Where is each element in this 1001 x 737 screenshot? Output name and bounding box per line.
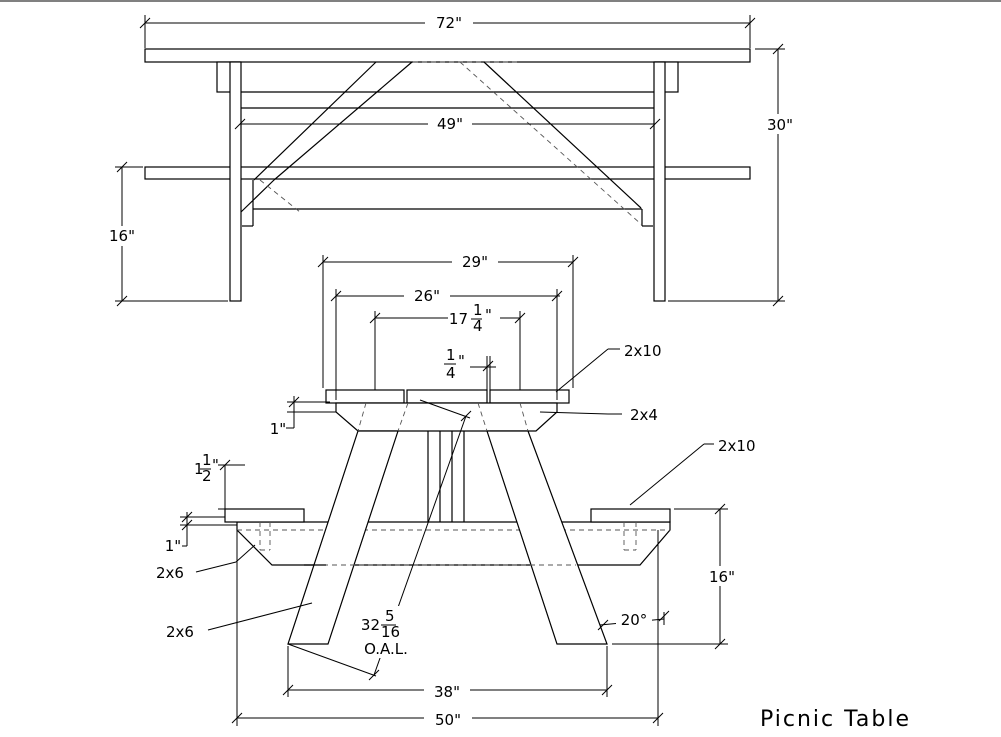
left-leg <box>287 430 399 645</box>
side-left-leg <box>229 61 242 302</box>
seat-board-left <box>224 508 305 523</box>
label-top-cleat: 2x4 <box>630 406 658 424</box>
dim-top-width: 29" <box>462 253 488 271</box>
dim-seat-thickness-den: 2 <box>202 467 212 485</box>
right-leg <box>486 430 608 645</box>
seat-board-right <box>590 508 671 523</box>
side-table-top <box>144 48 751 63</box>
svg-text:": " <box>458 352 465 370</box>
dim-leg-length-num: 5 <box>385 607 395 625</box>
side-elevation: 72" 30" 49" 16" <box>104 12 800 307</box>
dim-seat-height-end: 16" <box>709 568 735 586</box>
svg-text:": " <box>485 306 492 324</box>
dim-seat-thickness-whole: 1 <box>194 460 204 478</box>
dim-foot-spread: 38" <box>434 683 460 701</box>
label-seat-boards: 2x10 <box>718 437 756 455</box>
end-elevation: 32 5 16 O.A.L. 29" 26" 17 1 4 " <box>156 252 756 729</box>
seat-support <box>236 521 671 566</box>
dim-leg-spacing: 17 <box>449 310 468 328</box>
dim-leg-length-note: O.A.L. <box>364 640 408 658</box>
drawing-title: Picnic Table <box>760 707 911 732</box>
label-legs: 2x6 <box>166 623 194 641</box>
top-board-left <box>325 389 405 404</box>
dim-inner-span: 49" <box>437 115 463 133</box>
top-board-center <box>406 389 488 404</box>
dim-height: 30" <box>767 116 793 134</box>
dim-seat-thickness-num: 1 <box>202 451 212 469</box>
dim-top-length: 72" <box>436 14 462 32</box>
dim-seat-height: 16" <box>109 227 135 245</box>
dim-board-gap-num: 1 <box>446 346 456 364</box>
dim-top-overhang: 1" <box>270 420 286 438</box>
dim-seat-overhang: 1" <box>165 537 181 555</box>
dim-board-gap-den: 4 <box>446 364 456 382</box>
svg-text:": " <box>212 456 219 474</box>
side-right-leg <box>653 61 666 302</box>
dim-cleat-length: 26" <box>414 287 440 305</box>
dim-leg-angle: 20° <box>621 611 648 629</box>
dim-leg-length-den: 16 <box>381 623 400 641</box>
dim-leg-spacing-den: 4 <box>473 317 483 335</box>
dim-overall-width: 50" <box>435 711 461 729</box>
label-top-boards: 2x10 <box>624 342 662 360</box>
label-seat-support: 2x6 <box>156 564 184 582</box>
dim-leg-length-whole: 32 <box>361 616 380 634</box>
dim-leg-spacing-num: 1 <box>473 301 483 319</box>
side-seat <box>144 166 751 180</box>
top-cleat <box>335 402 558 432</box>
